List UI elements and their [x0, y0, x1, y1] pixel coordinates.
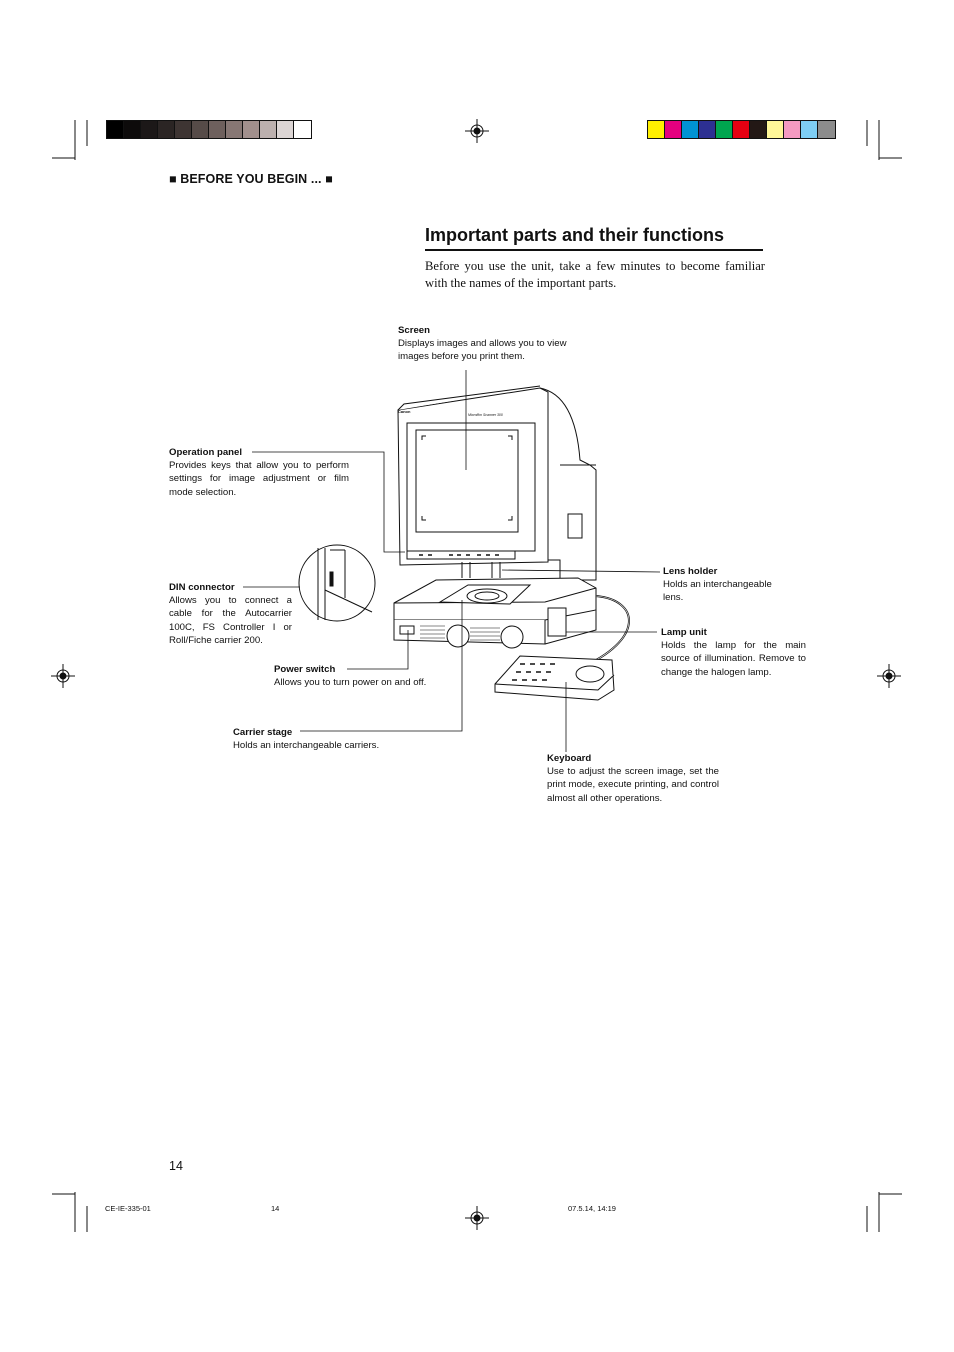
color-swatch: [716, 121, 733, 138]
label-operation-panel: Operation panel Provides keys that allow…: [169, 446, 349, 499]
device-model: Microfilm Scanner 300: [468, 413, 503, 417]
page-number: 14: [169, 1159, 183, 1173]
label-desc: Holds an interchangeable carriers.: [233, 740, 380, 752]
label-name: Lens holder: [663, 566, 718, 577]
color-swatch: [260, 121, 277, 138]
color-swatch: [294, 121, 311, 138]
label-name: Keyboard: [547, 753, 592, 764]
label-name: Screen: [398, 325, 430, 336]
color-swatch: [209, 121, 226, 138]
color-swatch: [733, 121, 750, 138]
color-swatch: [243, 121, 260, 138]
label-lens-holder: Lens holder Holds an interchangeable len…: [663, 565, 788, 605]
label-keyboard: Keyboard Use to adjust the screen image,…: [547, 752, 719, 805]
color-swatch: [141, 121, 158, 138]
color-bar: [647, 120, 836, 139]
section-label: ■ BEFORE YOU BEGIN ... ■: [169, 172, 333, 186]
label-desc: Allows you to connect a cable for the Au…: [169, 595, 292, 646]
label-desc: Use to adjust the screen image, set the …: [547, 766, 719, 804]
label-name: Carrier stage: [233, 727, 293, 738]
doc-code: CE-IE-335-01: [105, 1204, 151, 1213]
gray-scale-bar: [106, 120, 312, 139]
color-swatch: [158, 121, 175, 138]
label-desc: Provides keys that allow you to perform …: [169, 460, 349, 498]
color-swatch: [750, 121, 767, 138]
color-swatch: [682, 121, 699, 138]
label-screen: Screen Displays images and allows you to…: [398, 324, 598, 364]
color-swatch: [277, 121, 294, 138]
color-swatch: [192, 121, 209, 138]
color-swatch: [665, 121, 682, 138]
label-name: DIN connector: [169, 582, 235, 593]
color-swatch: [699, 121, 716, 138]
intro-paragraph: Before you use the unit, take a few minu…: [425, 259, 765, 290]
color-swatch: [226, 121, 243, 138]
label-name: Lamp unit: [661, 627, 707, 638]
label-name: Power switch: [274, 664, 336, 675]
label-desc: Displays images and allows you to view i…: [398, 338, 567, 363]
color-swatch: [784, 121, 801, 138]
label-power-switch: Power switch Allows you to turn power on…: [274, 663, 464, 689]
color-swatch: [124, 121, 141, 138]
label-desc: Holds an interchangeable lens.: [663, 579, 772, 604]
color-swatch: [818, 121, 835, 138]
color-swatch: [107, 121, 124, 138]
label-lamp-unit: Lamp unit Holds the lamp for the main so…: [661, 626, 806, 679]
label-carrier-stage: Carrier stage Holds an interchangeable c…: [233, 726, 413, 752]
label-desc: Holds the lamp for the main source of il…: [661, 640, 806, 678]
label-din-connector: DIN connector Allows you to connect a ca…: [169, 581, 292, 647]
slug-page-number: 14: [271, 1204, 280, 1213]
color-swatch: [801, 121, 818, 138]
page-title: Important parts and their functions: [425, 225, 763, 251]
label-name: Operation panel: [169, 447, 243, 458]
label-desc: Allows you to turn power on and off.: [274, 677, 427, 689]
color-swatch: [175, 121, 192, 138]
print-timestamp: 07.5.14, 14:19: [568, 1204, 616, 1213]
color-swatch: [648, 121, 665, 138]
device-brand: Canon: [398, 409, 411, 414]
color-swatch: [767, 121, 784, 138]
